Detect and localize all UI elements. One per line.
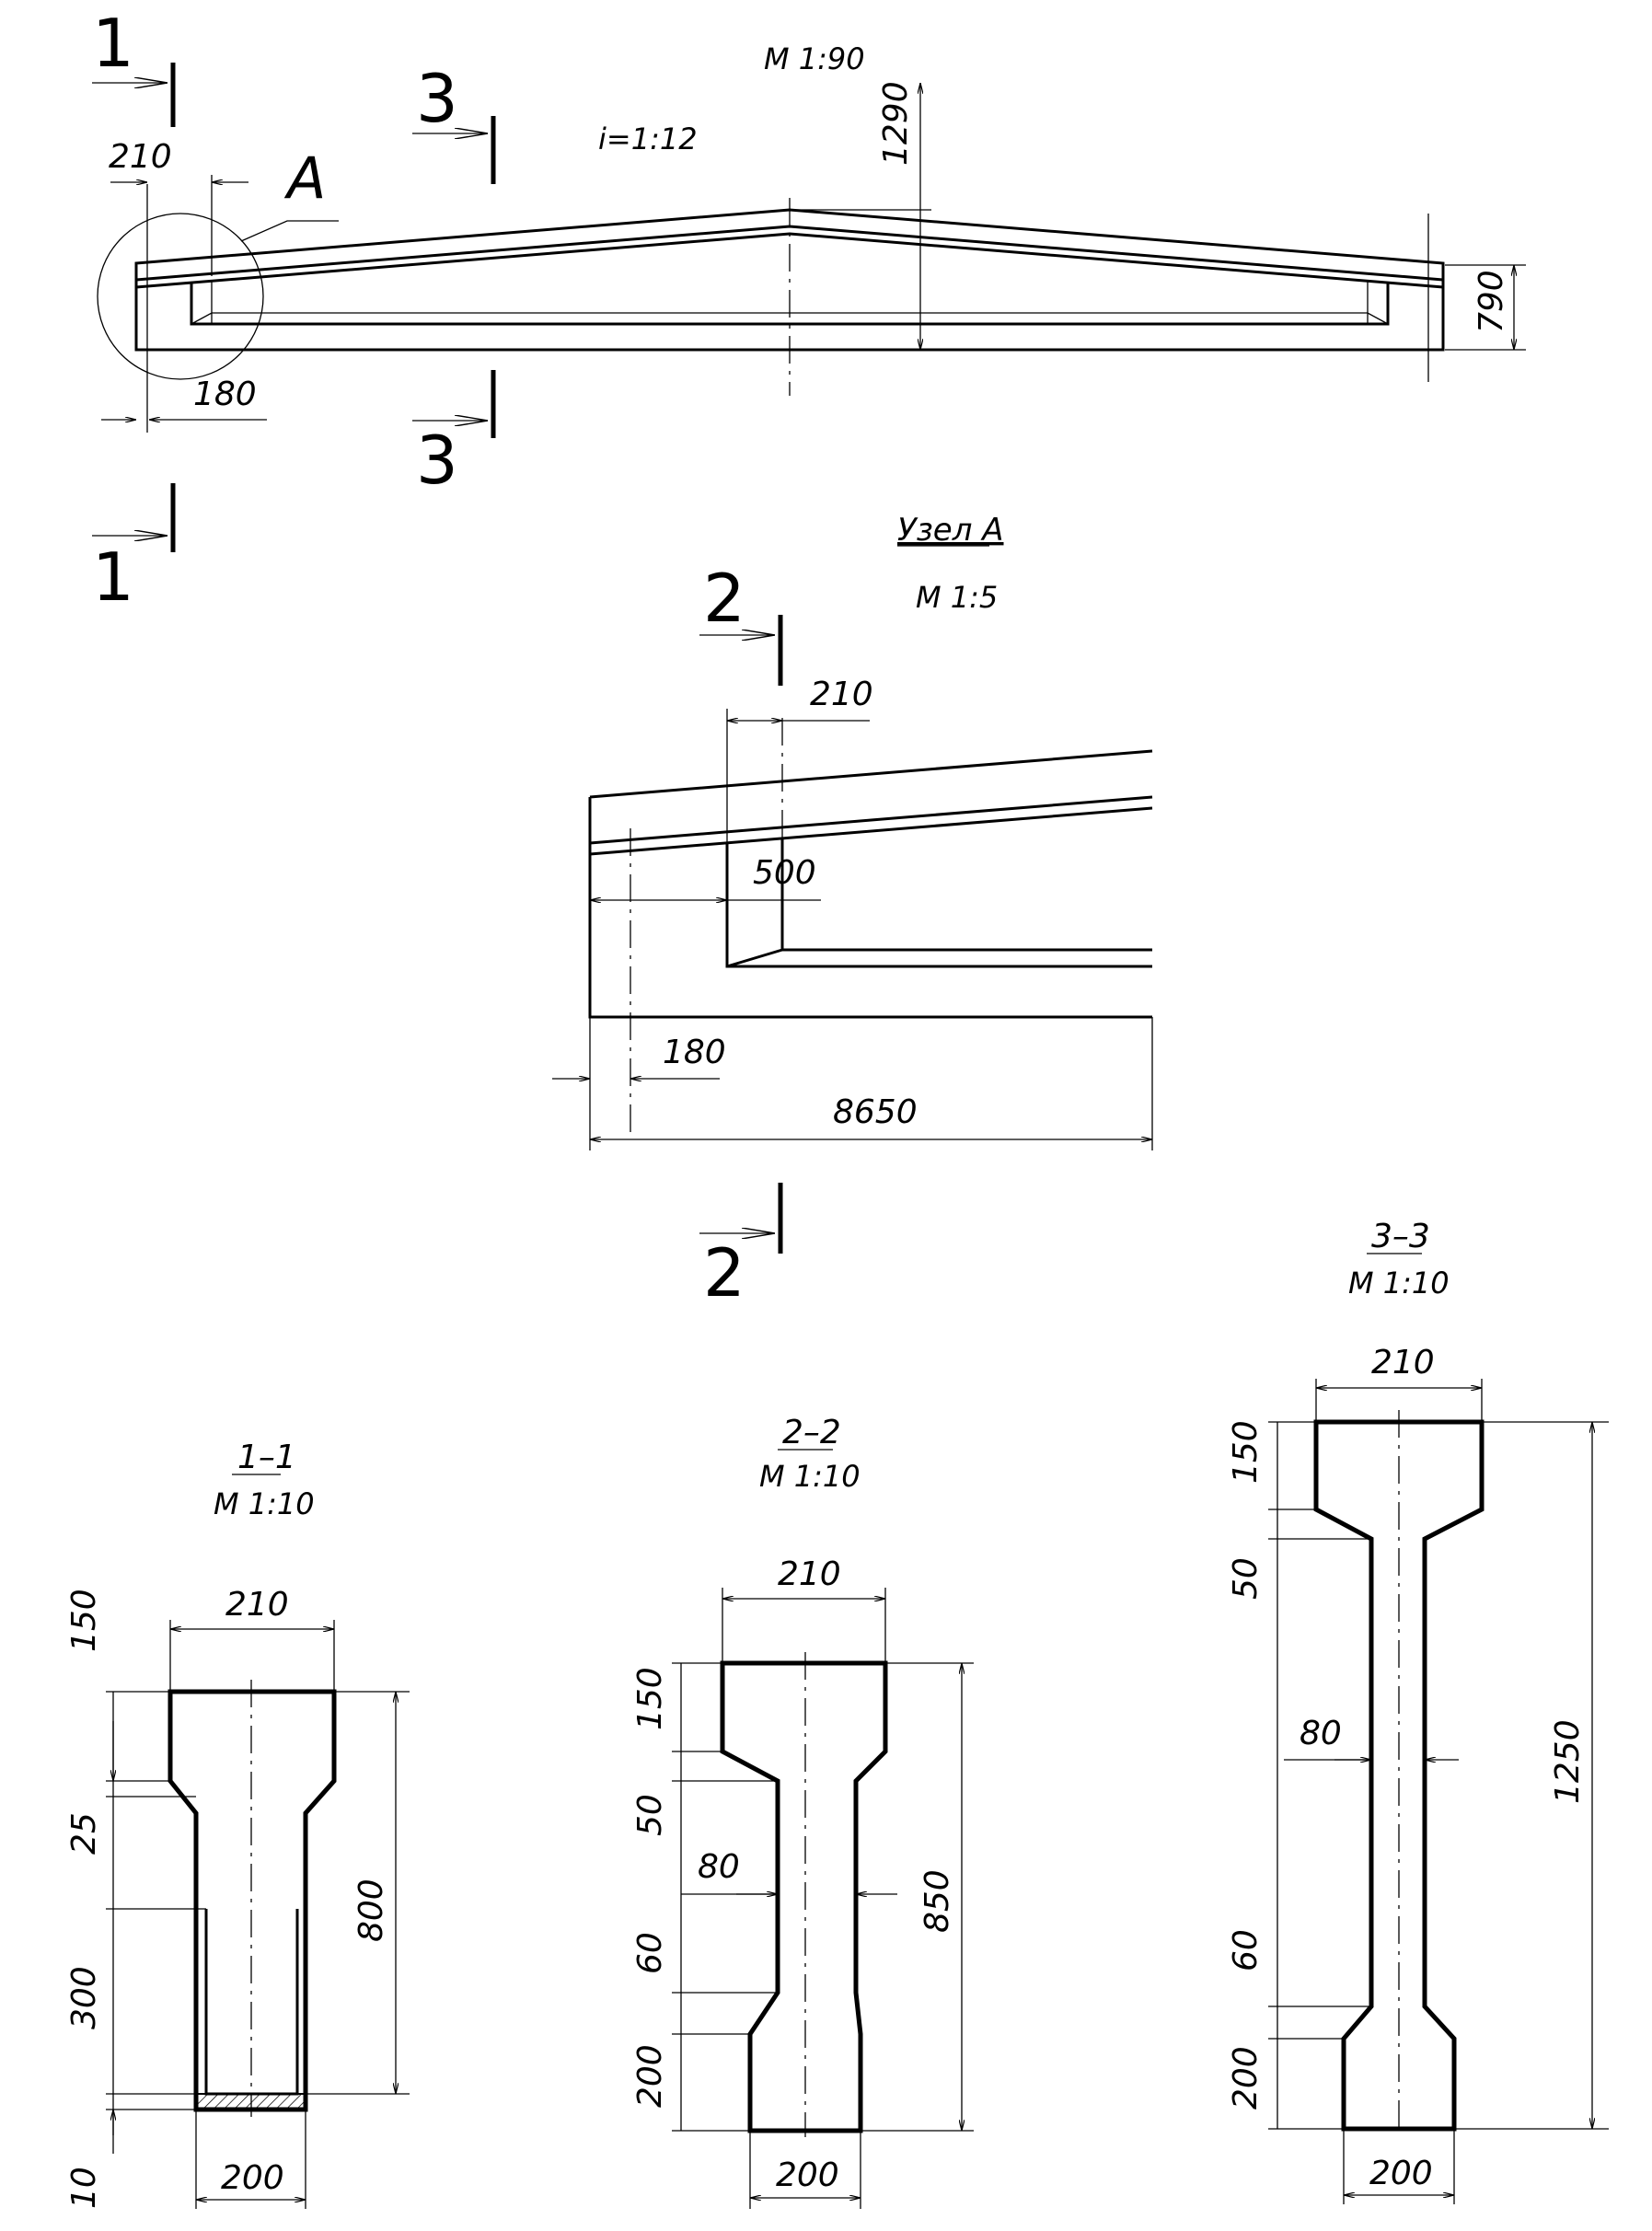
dim-support: 180 bbox=[193, 376, 257, 413]
slope-label: i=1:12 bbox=[598, 121, 698, 156]
dim-end-width: 210 bbox=[109, 138, 172, 176]
section-1-1-dim-bottom: 200 bbox=[221, 2159, 284, 2197]
node-a-leader bbox=[240, 220, 339, 242]
section-3-3-scale: M 1:10 bbox=[1348, 1266, 1450, 1300]
node-a-callout-circle bbox=[97, 213, 264, 380]
node-a-scale: M 1:5 bbox=[916, 580, 998, 615]
beam-web-recess bbox=[190, 282, 1390, 326]
beam-flange-line-upper bbox=[135, 225, 1444, 282]
section-3-3-dim-web: 80 bbox=[1300, 1715, 1342, 1752]
section-1-1-dim-flange: 150 bbox=[65, 1589, 103, 1652]
section-mark-1-bottom: 1 bbox=[92, 538, 134, 616]
section-mark-2-bottom: 2 bbox=[703, 1234, 745, 1312]
section-3-3-dim-base: 200 bbox=[1227, 2046, 1265, 2110]
section-2-2-title: 2–2 bbox=[782, 1414, 841, 1451]
section-1-1: 1–1 M 1:10 210 200 150 25 300 10 bbox=[65, 1439, 410, 2209]
section-2-2-dim-haunch2: 60 bbox=[631, 1932, 669, 1974]
section-1-1-dim-web: 300 bbox=[65, 1966, 103, 2029]
section-2-2-dim-base: 200 bbox=[631, 2044, 669, 2108]
section-3-3-dim-haunch: 50 bbox=[1227, 1557, 1265, 1600]
section-2-2-dim-web: 80 bbox=[698, 1848, 740, 1886]
main-scale: M 1:90 bbox=[764, 41, 865, 76]
section-3-3-dim-haunch2: 60 bbox=[1227, 1929, 1265, 1971]
section-3-3-dim-flange: 150 bbox=[1227, 1420, 1265, 1484]
section-2-2-outline bbox=[720, 1660, 888, 2133]
section-1-1-outline bbox=[168, 1689, 337, 2112]
node-a-web-recess-inner bbox=[726, 838, 1152, 968]
section-1-1-dim-top: 210 bbox=[225, 1586, 289, 1624]
section-2-2: 2–2 M 1:10 210 80 200 150 50 60 200 bbox=[631, 1414, 974, 2209]
node-a-label: A bbox=[283, 144, 326, 212]
section-3-3-dim-bottom: 200 bbox=[1369, 2155, 1433, 2192]
section-2-2-dim-haunch: 50 bbox=[631, 1794, 669, 1836]
section-2-2-dim-bottom: 200 bbox=[776, 2156, 839, 2194]
node-a-title: Узел А bbox=[897, 512, 1004, 549]
section-mark-3-top: 3 bbox=[416, 60, 458, 137]
section-3-3-title: 3–3 bbox=[1371, 1218, 1430, 1255]
section-1-1-dim-base: 10 bbox=[65, 2167, 103, 2209]
node-a-flange-lines bbox=[589, 795, 1153, 856]
node-a-dim-support: 180 bbox=[663, 1034, 726, 1071]
main-view: M 1:90 i=1:12 210 180 1290 790 bbox=[92, 5, 1526, 616]
node-a-dim-recess: 500 bbox=[753, 854, 816, 892]
dim-ridge-height: 1290 bbox=[877, 81, 915, 166]
node-a-dim-width: 210 bbox=[810, 676, 873, 713]
section-1-1-scale: M 1:10 bbox=[214, 1486, 315, 1521]
node-a-dim-length: 8650 bbox=[833, 1093, 918, 1131]
section-3-3-dim-top: 210 bbox=[1371, 1344, 1435, 1381]
section-1-1-title: 1–1 bbox=[237, 1439, 296, 1476]
node-a-view: Узел А M 1:5 210 500 180 8650 2 2 bbox=[552, 512, 1153, 1312]
section-1-1-dim-total: 800 bbox=[352, 1878, 390, 1942]
section-3-3-dim-total: 1250 bbox=[1549, 1719, 1587, 1804]
section-mark-3-bottom: 3 bbox=[416, 422, 458, 499]
dim-end-height: 790 bbox=[1473, 270, 1510, 333]
section-mark-1-top: 1 bbox=[92, 5, 134, 82]
section-mark-2-top: 2 bbox=[703, 560, 745, 637]
section-2-2-dim-flange: 150 bbox=[631, 1667, 669, 1730]
beam-outline bbox=[134, 208, 1445, 352]
section-1-1-dim-haunch: 25 bbox=[65, 1812, 103, 1855]
section-3-3: 3–3 M 1:10 210 80 200 150 50 60 200 bbox=[1227, 1218, 1609, 2204]
node-a-outline bbox=[588, 749, 1153, 1019]
section-2-2-dim-top: 210 bbox=[778, 1555, 841, 1593]
section-2-2-dim-total: 850 bbox=[918, 1869, 956, 1933]
section-2-2-scale: M 1:10 bbox=[759, 1459, 861, 1494]
